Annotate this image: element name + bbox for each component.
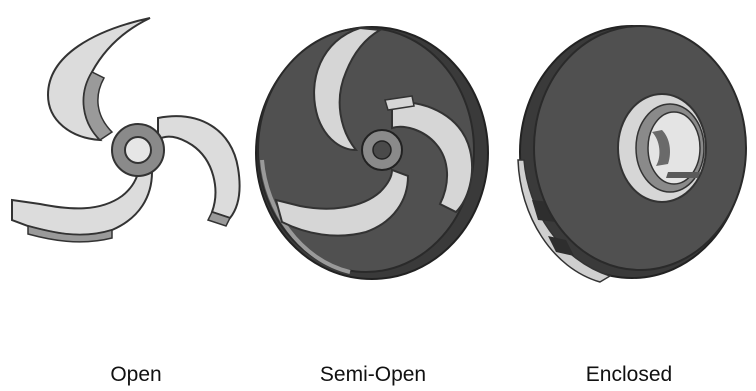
impeller-illustrations — [0, 0, 756, 300]
semi-open-impeller — [256, 27, 488, 279]
label-enclosed: Enclosed — [529, 364, 729, 385]
label-semi-open: Semi-Open — [273, 364, 473, 385]
open-impeller-vane-right — [158, 116, 240, 218]
enclosed-impeller — [518, 26, 746, 282]
open-impeller — [12, 18, 240, 242]
label-open: Open — [36, 364, 236, 385]
